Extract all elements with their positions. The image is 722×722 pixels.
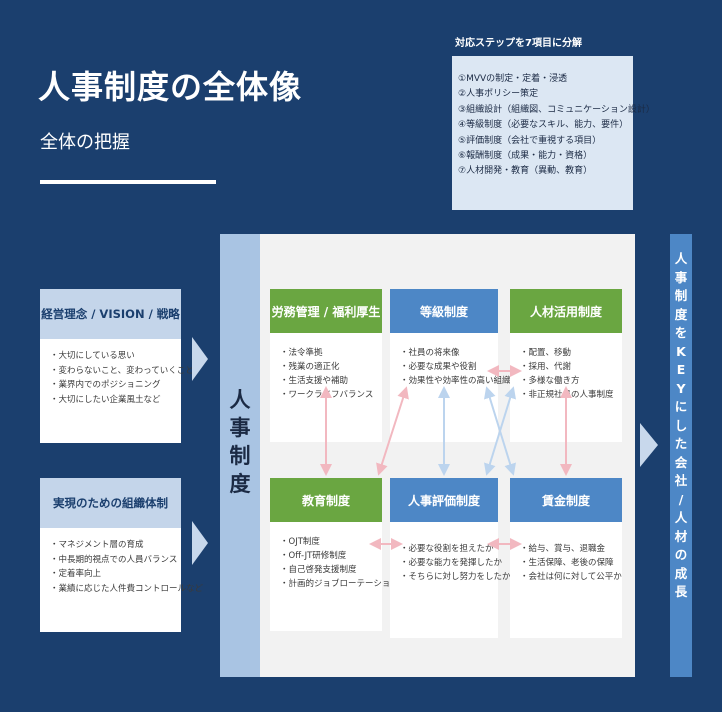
list-item: ・大切にしている思い: [50, 351, 135, 361]
list-item: ・計画的ジョブローテーション: [280, 579, 399, 589]
list-item: ・大切にしたい企業風土など: [50, 394, 161, 405]
list-item: ・そちらに対し努力をしたか: [400, 572, 511, 582]
arrow-diagonal-education-to-grade: [376, 386, 409, 476]
step-item: ④等級制度（必要なスキル、能力、要件）: [458, 120, 629, 131]
title-underline: [40, 180, 216, 184]
card-title: 人材活用制度: [510, 289, 622, 333]
list-item: ・残業の適正化: [280, 362, 340, 372]
list-item: ・採用、代謝: [520, 362, 572, 372]
evaluation-card: 人事評価制度 ・必要な役割を担えたか ・必要な能力を発揮したか ・そちらに対し努…: [390, 478, 511, 638]
list-item: ・変わらないこと、変わっていくこと: [50, 365, 194, 376]
step-item: ①MVVの制定・定着・浸透: [458, 74, 568, 84]
organization-heading: 実現のための組織体制: [40, 478, 181, 528]
organization-body: ・マネジメント層の育成 ・中長期的視点での人員バランス ・定着率向上 ・業績に応…: [40, 528, 204, 632]
list-item: ・Off-JT研修制度: [280, 551, 347, 561]
list-item: ・業績に応じた人件費コントロールなど: [50, 583, 204, 594]
list-item: ・生活支援や補助: [280, 376, 349, 386]
card-title: 等級制度: [390, 289, 498, 333]
vision-heading: 経営理念 / VISION / 戦略: [40, 289, 181, 339]
vision-box: 経営理念 / VISION / 戦略 ・大切にしている思い ・変わらないこと、変…: [40, 289, 194, 443]
card-title: 労務管理 / 福利厚生: [270, 289, 382, 333]
list-item: ・配置、移動: [520, 348, 572, 358]
arrow-right-icon: [192, 521, 208, 565]
list-item: ・OJT制度: [280, 537, 320, 547]
card-title: 賃金制度: [510, 478, 622, 522]
step-item: ③組織設計（組織図、コミュニケーション設計）: [458, 104, 655, 115]
steps-heading: 対応ステップを7項目に分解: [455, 38, 582, 49]
list-item: ・効果性や効率性の高い組織: [400, 376, 511, 386]
list-item: ・会社は何に対して公平か: [520, 572, 622, 582]
step-item: ②人事ポリシー策定: [458, 89, 539, 100]
arrow-diagonal-talent-to-evaluation: [484, 386, 516, 476]
steps-box: ①MVVの制定・定着・浸透 ②人事ポリシー策定 ③組織設計（組織図、コミュニケー…: [452, 56, 655, 210]
hr-system-strip: [220, 234, 260, 677]
list-item: ・自己啓発支援制度: [280, 565, 357, 575]
list-item: ・給与、賞与、退職金: [520, 544, 606, 554]
card-title: 人事評価制度: [390, 478, 498, 522]
education-card: 教育制度 ・OJT制度 ・Off-JT研修制度 ・自己啓発支援制度 ・計画的ジョ…: [270, 478, 399, 631]
vision-body: ・大切にしている思い ・変わらないこと、変わっていくこと ・業界内でのポジショニ…: [40, 339, 194, 443]
hr-system-label: 人事制度: [229, 388, 251, 496]
list-item: ・生活保障、老後の保障: [520, 558, 614, 568]
wage-card: 賃金制度 ・給与、賞与、退職金 ・生活保障、老後の保障 ・会社は何に対して公平か: [510, 478, 622, 638]
card-body: ・必要な役割を担えたか ・必要な能力を発揮したか ・そちらに対し努力をしたか: [390, 522, 511, 638]
page-title: 人事制度の全体像: [38, 68, 303, 106]
page-subtitle: 全体の把握: [40, 132, 130, 153]
list-item: ・社員の将来像: [400, 348, 460, 358]
list-item: ・必要な成果や役割: [400, 362, 477, 372]
arrow-right-icon: [192, 337, 208, 381]
step-item: ⑤評価制度（会社で重視する項目）: [458, 135, 602, 146]
organization-box: 実現のための組織体制 ・マネジメント層の育成 ・中長期的視点での人員バランス ・…: [40, 478, 204, 632]
growth-column: [670, 234, 692, 677]
list-item: ・業界内でのポジショニング: [50, 380, 161, 391]
list-item: ・マネジメント層の育成: [50, 540, 144, 550]
card-body: ・給与、賞与、退職金 ・生活保障、老後の保障 ・会社は何に対して公平か: [510, 522, 622, 638]
arrow-right-icon: [640, 423, 658, 467]
list-item: ・中長期的視点での人員バランス: [50, 554, 178, 565]
card-body: ・OJT制度 ・Off-JT研修制度 ・自己啓発支援制度 ・計画的ジョブローテー…: [270, 522, 399, 631]
step-item: ⑥報酬制度（成果・能力・資格）: [458, 151, 593, 162]
list-item: ・法令準拠: [280, 348, 323, 358]
list-item: ・多様な働き方: [520, 376, 580, 386]
card-title: 教育制度: [270, 478, 382, 522]
list-item: ・定着率向上: [50, 569, 102, 580]
list-item: ・必要な能力を発揮したか: [400, 558, 503, 568]
step-item: ⑦人材開発・教育（異動、教育）: [458, 166, 593, 177]
list-item: ・必要な役割を担えたか: [400, 544, 494, 554]
